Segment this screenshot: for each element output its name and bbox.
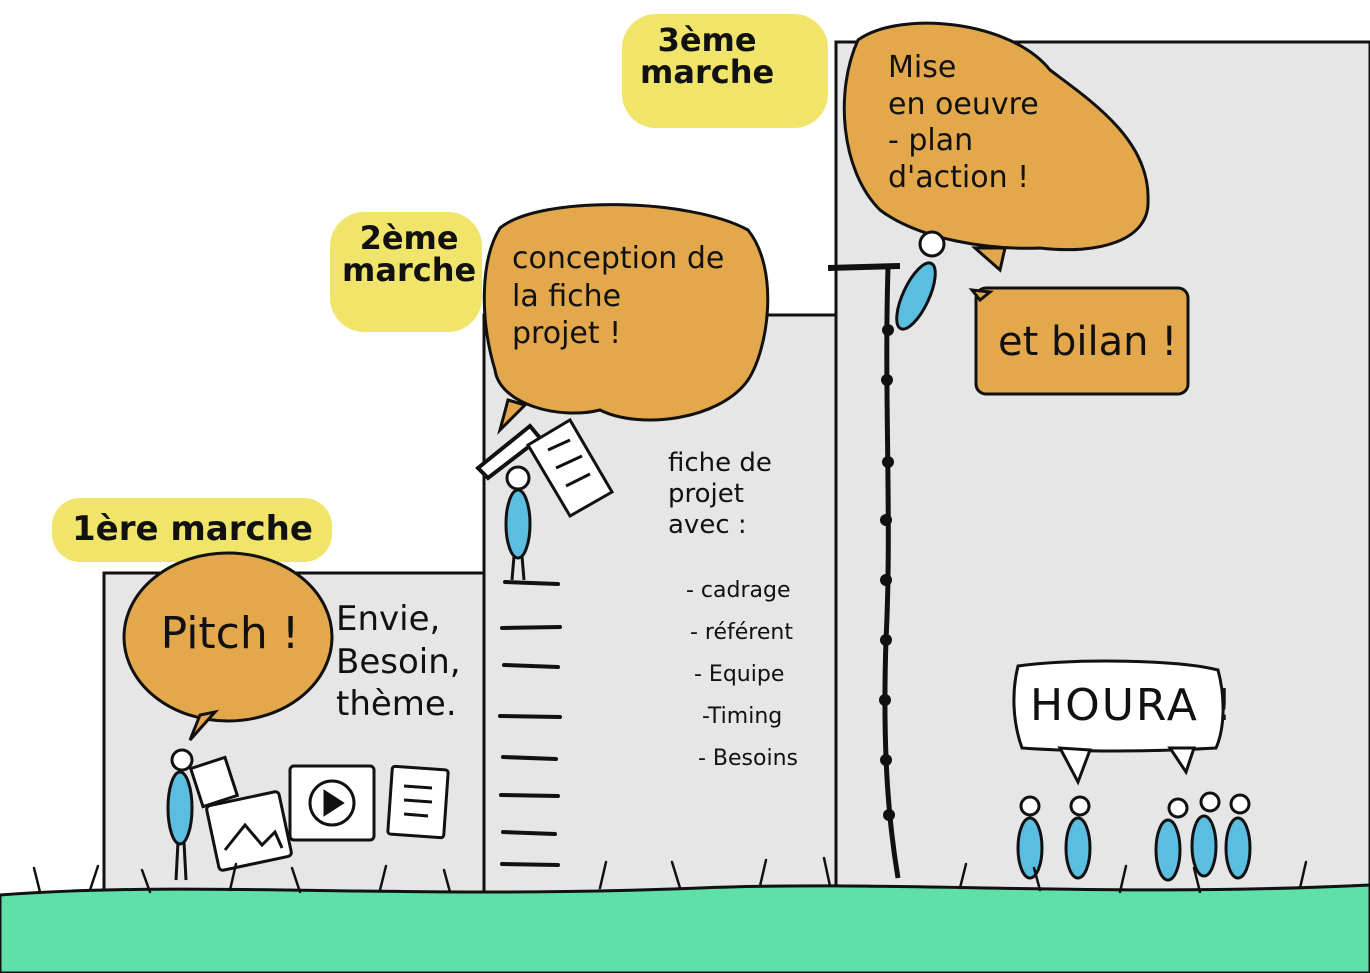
paper-icon xyxy=(525,417,615,519)
play-icon xyxy=(288,764,376,842)
rope xyxy=(827,263,901,879)
picture-icon xyxy=(205,790,293,872)
bubble-pitch-text: Pitch ! xyxy=(160,608,300,659)
grass xyxy=(0,856,1370,973)
crowd xyxy=(1016,791,1252,882)
bubble-mise-en-oeuvre-text: Mise en oeuvre - plan d'action ! xyxy=(888,50,1039,195)
bubble-bilan-text: et bilan ! xyxy=(998,319,1178,365)
document-icon xyxy=(386,764,450,840)
book-icon xyxy=(188,755,240,809)
ladder xyxy=(498,580,562,867)
bubble-houra xyxy=(1012,659,1225,753)
bubble-conception xyxy=(482,203,770,422)
figure-climber xyxy=(895,230,946,331)
bubble-bilan xyxy=(974,286,1190,396)
step2-note-item: - référent xyxy=(690,620,793,645)
bubble-pitch xyxy=(122,551,334,723)
figure-step1 xyxy=(166,748,194,881)
step1-note: Envie, Besoin, thème. xyxy=(336,599,461,724)
step2-note-item: - cadrage xyxy=(686,578,791,603)
step2-note-item: -Timing xyxy=(702,704,783,729)
houra-text: HOURA ! xyxy=(1030,680,1235,731)
label-highlights xyxy=(52,14,828,562)
step2-note-title: fiche de projet avec : xyxy=(668,448,772,541)
step3-label: 3ème marche xyxy=(640,21,775,91)
step1-label: 1ère marche xyxy=(72,509,313,549)
bubble-conception-text: conception de la fiche projet ! xyxy=(512,241,725,351)
bubble-mise-en-oeuvre xyxy=(842,21,1150,252)
step2-label: 2ème marche xyxy=(342,219,477,289)
bubbles xyxy=(122,21,1225,786)
figure-step2 xyxy=(504,465,532,581)
step2-note-item: - Equipe xyxy=(694,662,785,687)
step2-note-item: - Besoins xyxy=(698,746,798,771)
